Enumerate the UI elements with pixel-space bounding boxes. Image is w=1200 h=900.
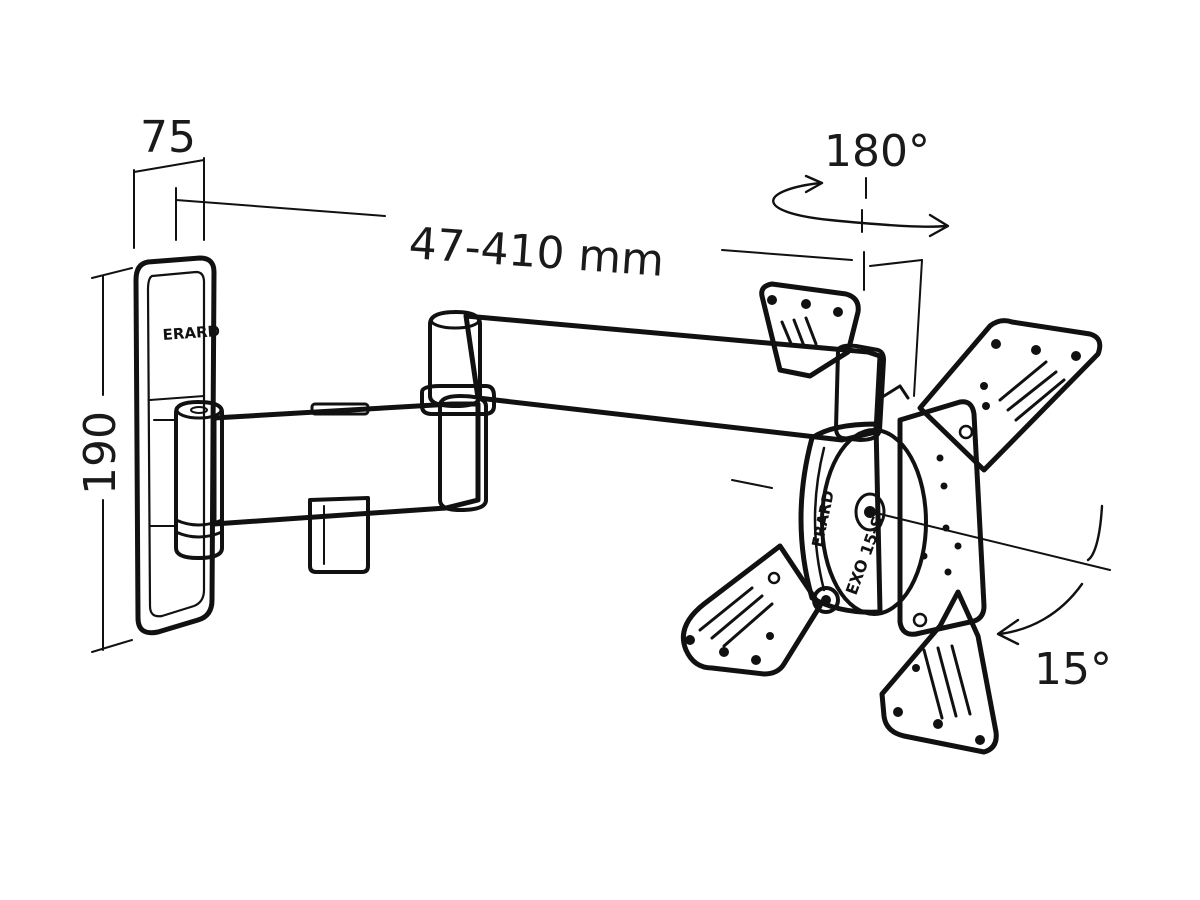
tilt-label: 15°	[1034, 644, 1112, 695]
rotate-arrow-icon	[772, 181, 948, 228]
upper-arm	[420, 310, 910, 443]
vesa-holes	[685, 295, 1081, 745]
wall-plate: ERARD	[133, 255, 221, 636]
height-dimension: 190	[75, 267, 133, 653]
lower-tab	[308, 496, 370, 574]
tilt-arrow-icon	[998, 582, 1084, 636]
vesa-bracket	[680, 281, 1103, 755]
depth-label: 75	[140, 112, 196, 163]
tilt-indicator: 15°	[731, 479, 1112, 695]
extension-dimension: 47-410 mm	[175, 187, 865, 291]
vesa-slots	[698, 316, 1066, 720]
lower-arm	[149, 394, 488, 560]
wall-brand-label: ERARD	[162, 322, 221, 344]
swivel-label: 180°	[824, 126, 930, 177]
swivel-indicator: 180°	[772, 126, 950, 397]
extension-label: 47-410 mm	[407, 218, 665, 287]
height-label: 190	[75, 411, 126, 495]
depth-dimension: 75	[133, 112, 205, 249]
